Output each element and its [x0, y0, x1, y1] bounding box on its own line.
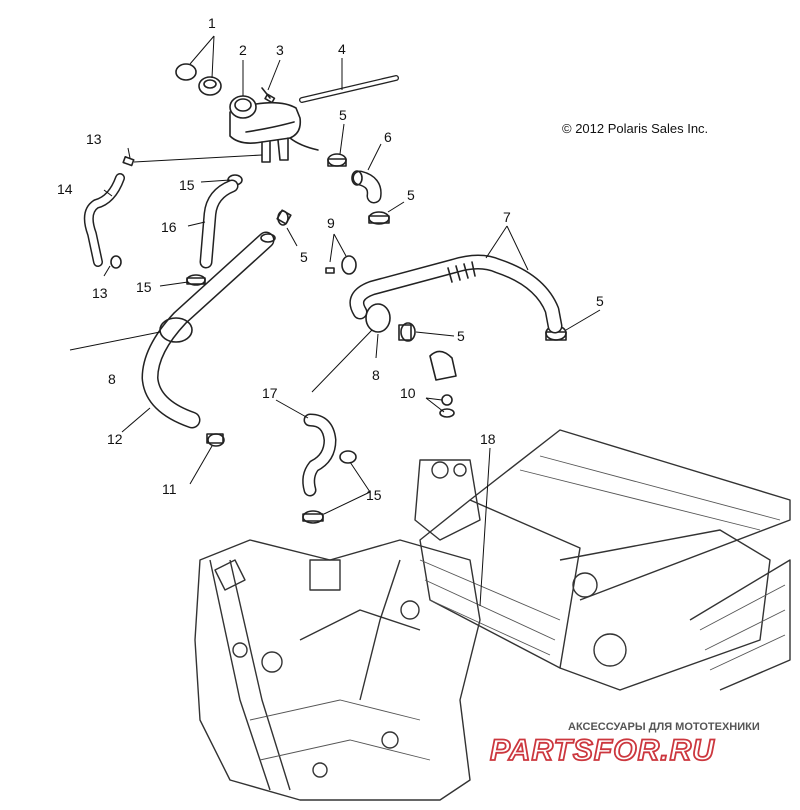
- callout-13-bottom: 13: [92, 285, 108, 301]
- part-5-clamp-d: [398, 322, 416, 342]
- callout-5-top: 5: [339, 107, 347, 123]
- part-8-strap-left: [69, 317, 193, 351]
- callout-3: 3: [276, 42, 284, 58]
- callout-14: 14: [57, 181, 73, 197]
- part-4-overflow-tube: [299, 75, 399, 103]
- part-12-hose: [141, 231, 276, 429]
- copyright-text: © 2012 Polaris Sales Inc.: [562, 121, 708, 136]
- part-9-clamp: [325, 255, 357, 275]
- callout-15-bottom: 15: [366, 487, 382, 503]
- callout-13-top: 13: [86, 131, 102, 147]
- callout-11: 11: [162, 481, 177, 497]
- leader-lines: [103, 35, 601, 607]
- callout-2: 2: [239, 42, 247, 58]
- part-15-clamp-b: [186, 274, 206, 286]
- part-14-small-hose: [83, 173, 125, 267]
- part-2-coolant-bottle: [229, 95, 319, 163]
- part-3-bolt: [261, 87, 276, 104]
- watermark: АКСЕССУАРЫ ДЛЯ МОТОТЕХНИКИ PARTSFOR.RU: [489, 721, 760, 768]
- callout-6: 6: [384, 129, 392, 145]
- part-11-clamp: [206, 433, 225, 447]
- callout-16: 16: [161, 219, 177, 235]
- part-17-hose: [302, 413, 337, 497]
- part-18-chassis-frame: [194, 429, 791, 801]
- part-6-elbow: [351, 170, 382, 204]
- part-15-clamp-c: [302, 450, 357, 524]
- callout-12: 12: [107, 431, 123, 447]
- callout-7: 7: [503, 209, 511, 225]
- part-8-strap-right: [311, 303, 391, 393]
- part-5-clamp-a: [327, 153, 347, 167]
- callout-15-top: 15: [179, 177, 195, 193]
- callout-numbers: 1 2 3 4 5 6 5 5 7 5 5 13 14 15 16 9 13 1…: [57, 15, 604, 503]
- watermark-brand: PARTSFOR.RU: [490, 734, 715, 767]
- callout-8-right: 8: [372, 367, 380, 383]
- watermark-tagline: АКСЕССУАРЫ ДЛЯ МОТОТЕХНИКИ: [568, 721, 760, 733]
- callout-18: 18: [480, 431, 496, 447]
- callout-10: 10: [400, 385, 416, 401]
- part-5-clamp-b: [368, 211, 390, 225]
- callout-4: 4: [338, 41, 346, 57]
- callout-15-mid: 15: [136, 279, 152, 295]
- callout-5-lower: 5: [457, 328, 465, 344]
- part-16-hose: [199, 179, 239, 269]
- callout-5-elbow: 5: [407, 187, 415, 203]
- callout-9: 9: [327, 215, 335, 231]
- callout-5-right: 5: [596, 293, 604, 309]
- callout-1: 1: [208, 15, 216, 31]
- callout-17: 17: [262, 385, 278, 401]
- part-10-fitting: [429, 350, 457, 418]
- part-13-plug-top: [122, 156, 135, 167]
- part-1-cap-and-gasket: [175, 63, 222, 96]
- callout-5-mid: 5: [300, 249, 308, 265]
- part-7-hose: [349, 254, 563, 334]
- callout-8-left: 8: [108, 371, 116, 387]
- part-5-clamp-c: [276, 209, 292, 226]
- part-13-plug-bottom: [110, 255, 122, 269]
